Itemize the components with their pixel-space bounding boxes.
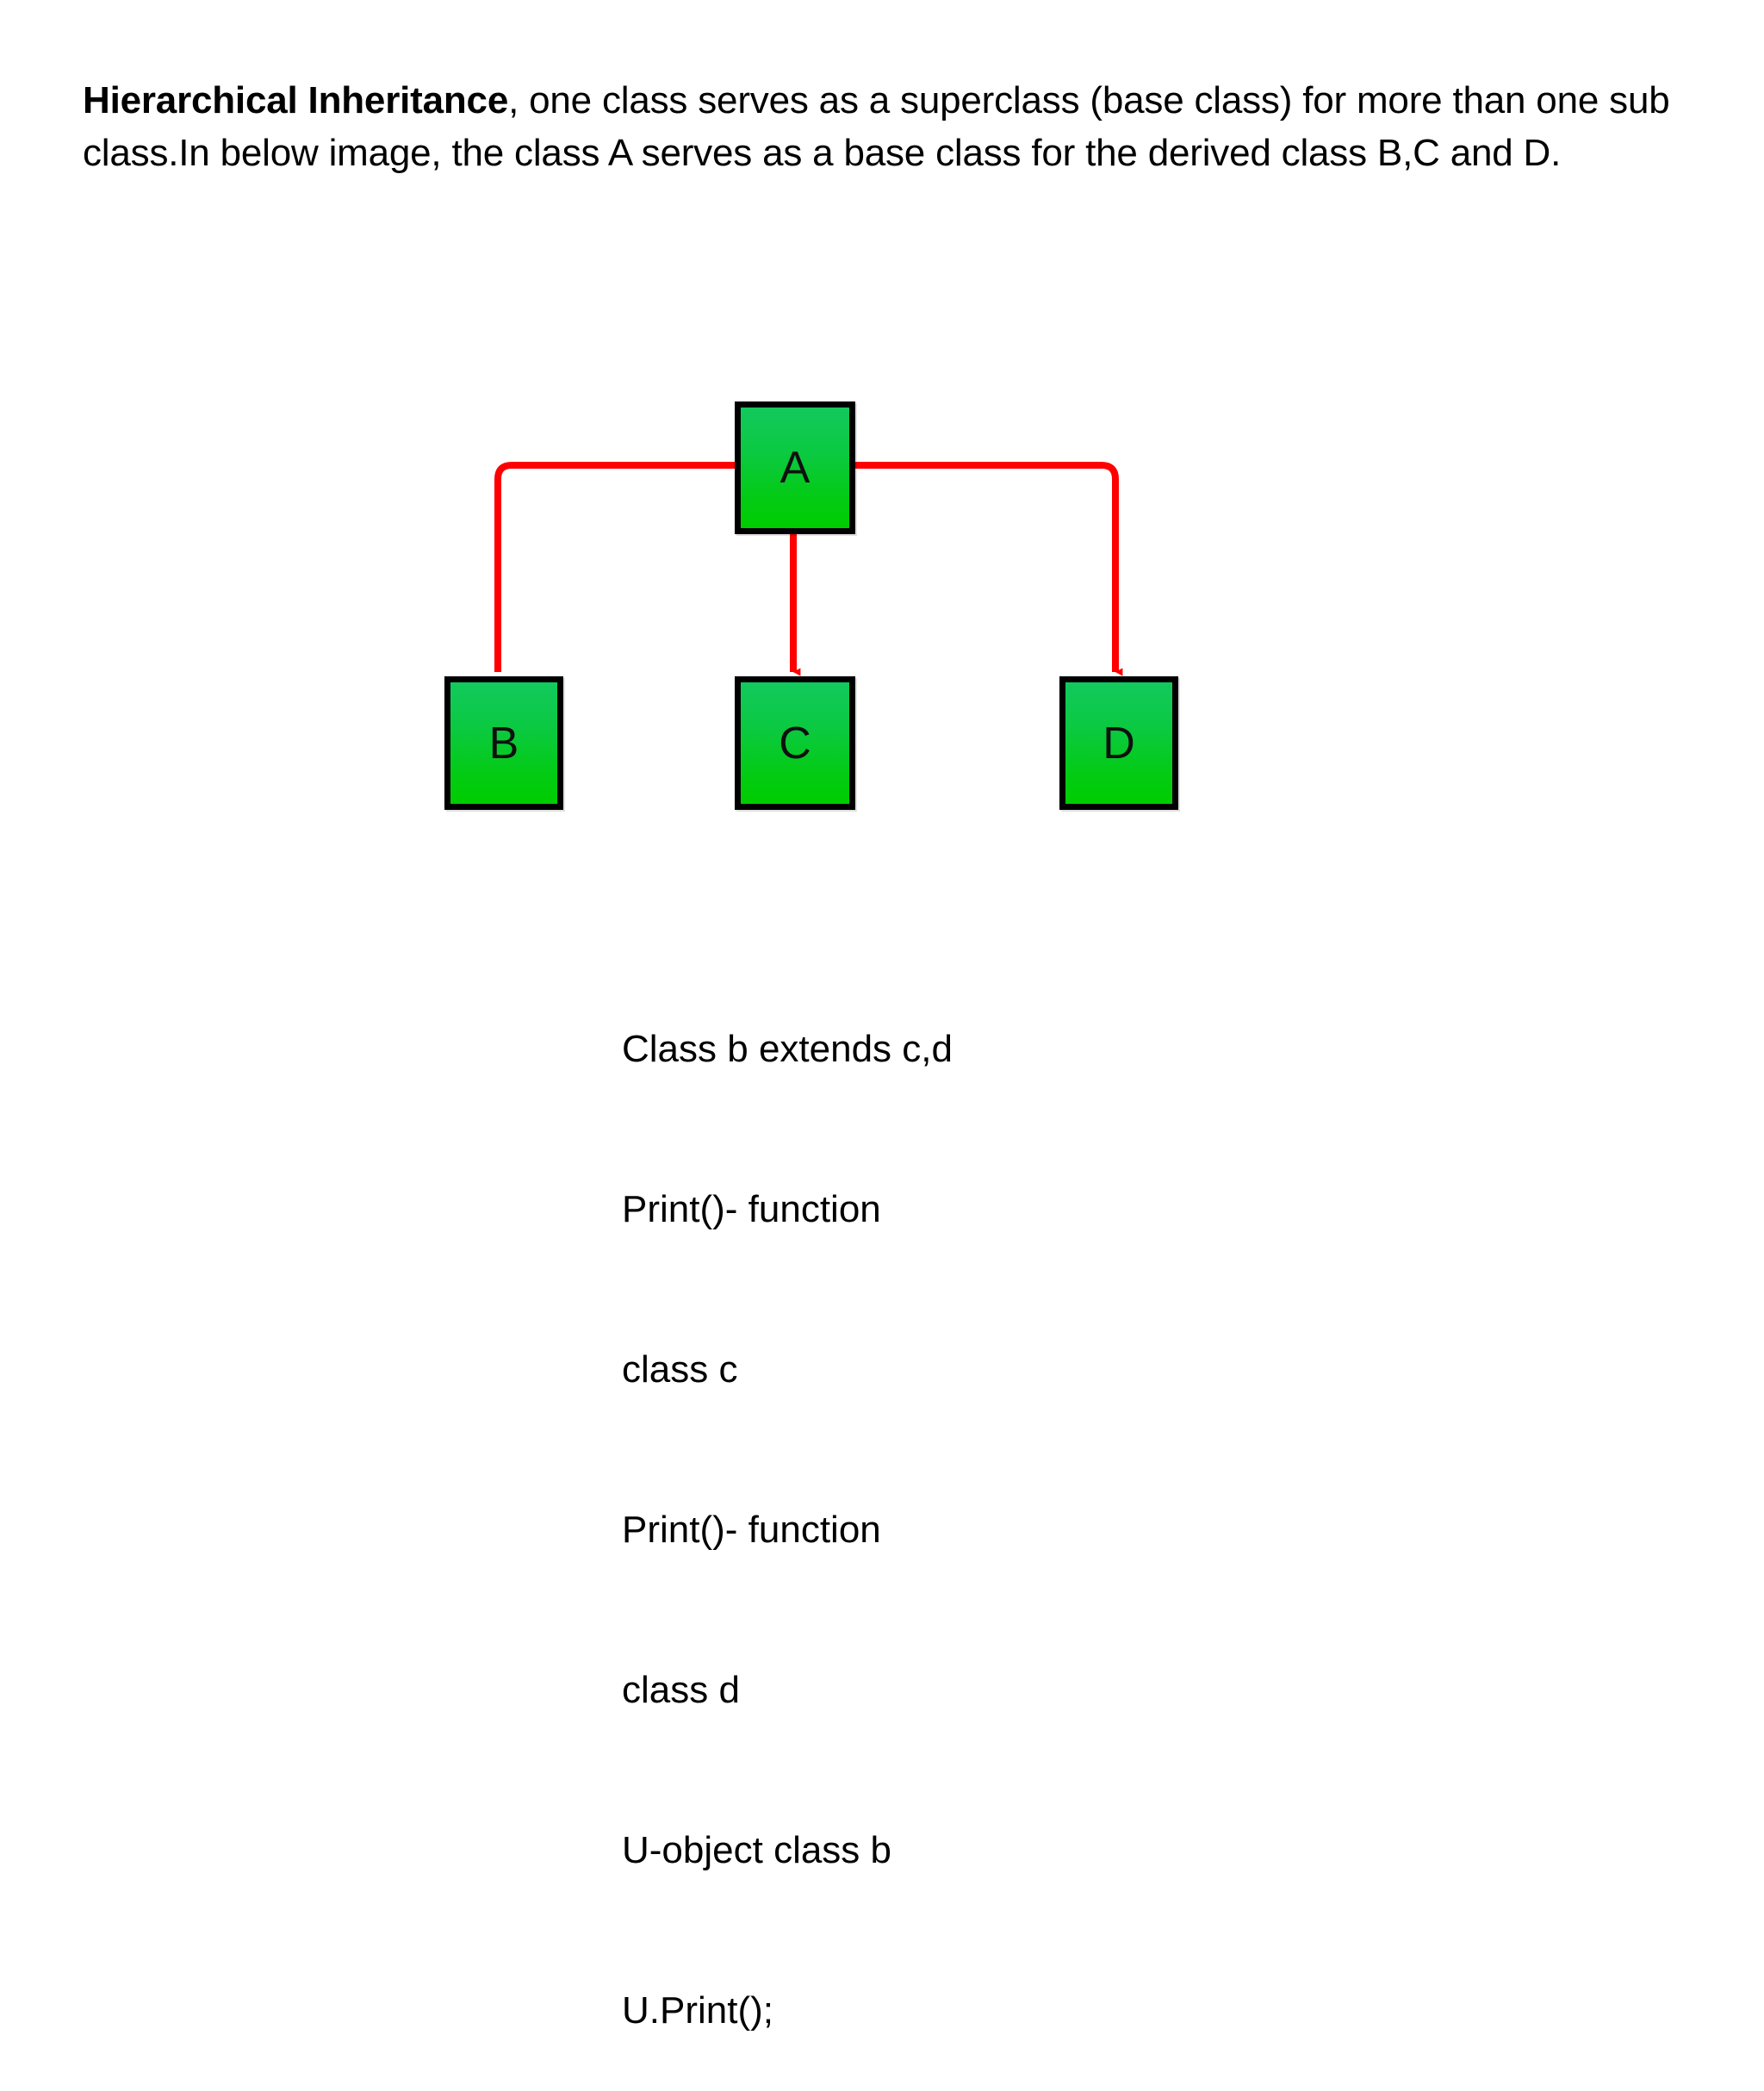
code-line: U.Print(); [622,1989,773,2032]
code-line: class d [622,1669,740,1711]
connector-a-to-d [794,462,1123,676]
inheritance-diagram: A B C D [444,401,1178,810]
code-line: Class b extends c,d [622,1028,953,1070]
class-box-c-label: C [779,718,811,769]
class-box-a-label: A [780,443,811,493]
connector-layer [494,457,1123,676]
code-line: U-object class b [622,1829,892,1871]
code-line: class c [622,1348,738,1391]
code-line: Print()- function [622,1509,881,1551]
connector-a-to-b [494,457,798,672]
intro-lead-term: Hierarchical Inheritance [83,79,509,121]
class-box-c[interactable]: C [735,676,855,810]
class-box-b-label: B [488,718,519,769]
intro-paragraph: Hierarchical Inheritance, one class serv… [83,74,1719,179]
class-box-b[interactable]: B [444,676,563,810]
pseudocode-block: Class b extends c,d Print()- function cl… [622,916,953,2091]
class-box-d-label: D [1102,718,1135,769]
class-box-d[interactable]: D [1059,676,1178,810]
class-box-a[interactable]: A [735,401,855,534]
intro-body-text: , one class serves as a superclass (base… [83,79,1670,174]
code-line: Print()- function [622,1188,881,1230]
